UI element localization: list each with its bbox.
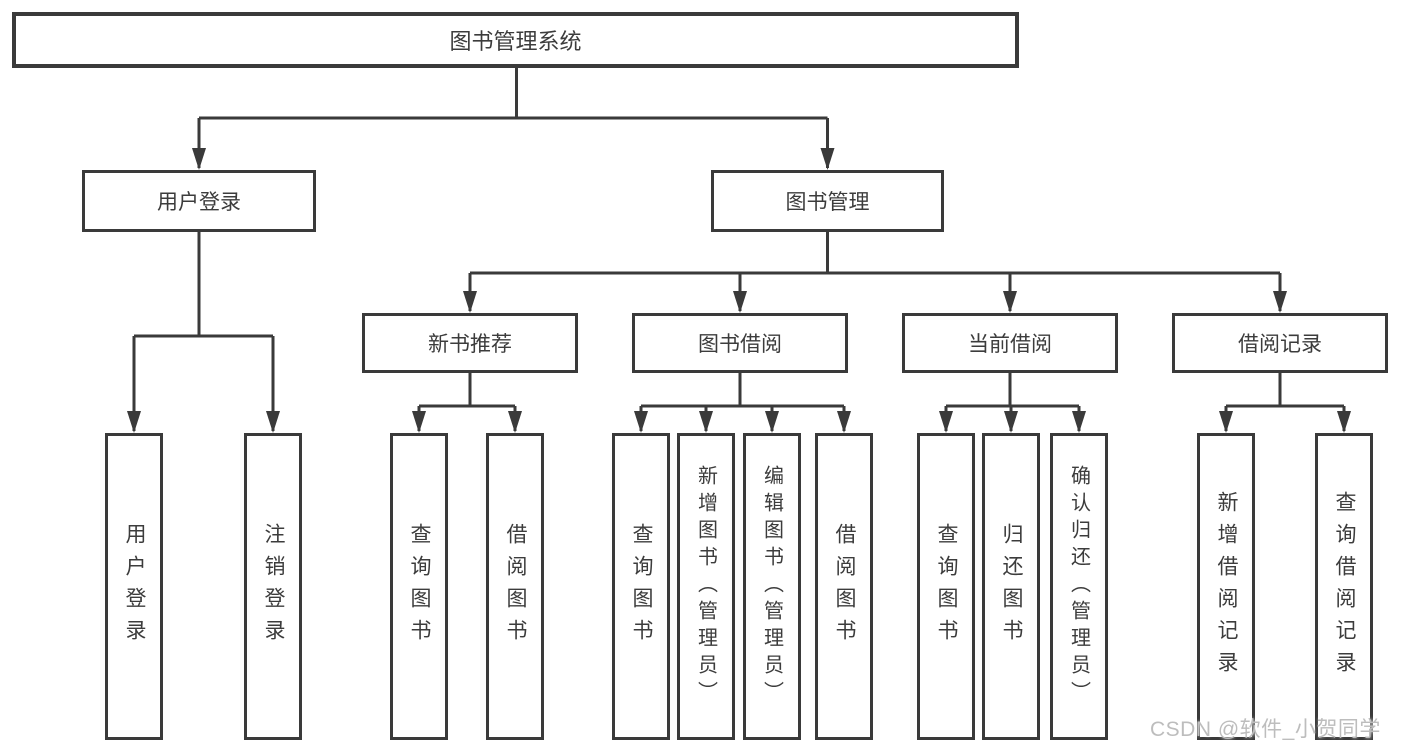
node-book-borrowing: 图书借阅 (632, 313, 848, 373)
leaf-user-login: 用户登录 (105, 433, 163, 740)
connector-skeleton (134, 68, 1344, 408)
leaf-borrow-books-recommend: 借阅图书 (486, 433, 544, 740)
node-borrowing-records: 借阅记录 (1172, 313, 1388, 373)
leaf-query-books-recommend: 查询图书 (390, 433, 448, 740)
leaf-edit-book-admin: 编辑图书（管理员） (743, 433, 801, 740)
leaf-add-borrow-record: 新增借阅记录 (1197, 433, 1255, 740)
leaf-add-book-admin: 新增图书（管理员） (677, 433, 735, 740)
node-user-login: 用户登录 (82, 170, 316, 232)
node-current-borrowing: 当前借阅 (902, 313, 1118, 373)
leaf-query-borrow-record: 查询借阅记录 (1315, 433, 1373, 740)
node-library-management-system: 图书管理系统 (12, 12, 1019, 68)
leaf-borrow-books-borrow: 借阅图书 (815, 433, 873, 740)
leaf-confirm-return-admin: 确认归还（管理员） (1050, 433, 1108, 740)
csdn-watermark: CSDN @软件_小贺同学 (1150, 718, 1381, 741)
connector-arrowheads (127, 118, 1351, 433)
leaf-query-books-current: 查询图书 (917, 433, 975, 740)
leaf-logout: 注销登录 (244, 433, 302, 740)
leaf-return-book: 归还图书 (982, 433, 1040, 740)
leaf-query-books-borrow: 查询图书 (612, 433, 670, 740)
node-new-book-recommendation: 新书推荐 (362, 313, 578, 373)
node-book-management: 图书管理 (711, 170, 944, 232)
